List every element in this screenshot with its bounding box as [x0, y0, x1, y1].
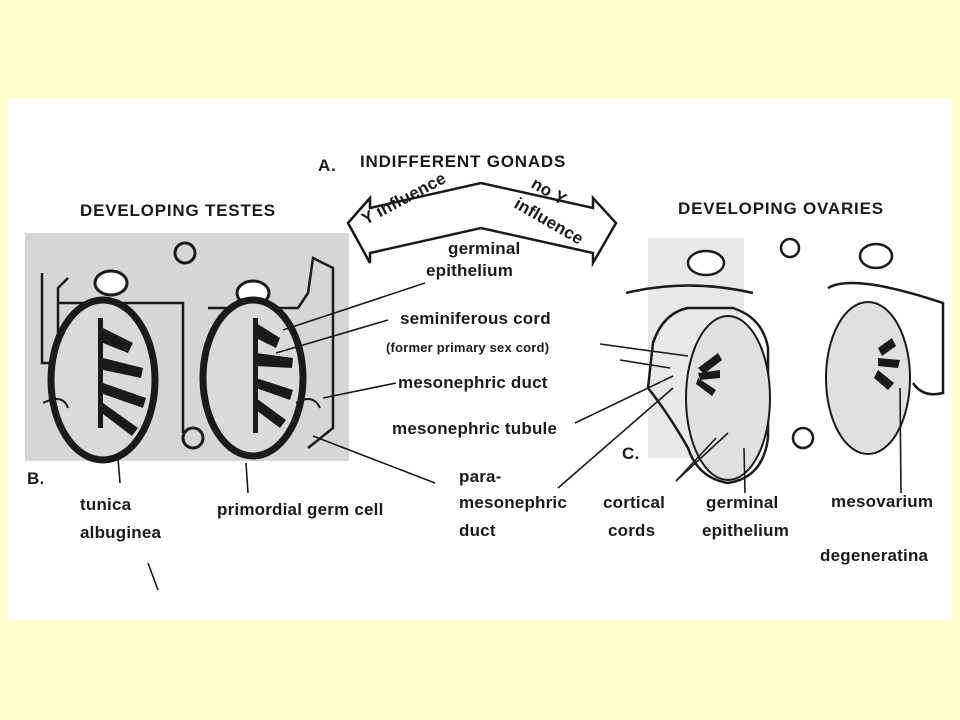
epithelium-2-label: epithelium — [702, 521, 790, 540]
cords-label: cords — [608, 521, 656, 540]
diagram-drawing — [25, 181, 945, 591]
degeneratina-label: degeneratina — [820, 546, 929, 565]
mesovarium-label: mesovarium — [831, 492, 934, 511]
left-ovary — [625, 237, 815, 485]
cortical-label: cortical — [603, 493, 666, 512]
right-ovary — [825, 242, 945, 455]
developing-testes-heading: DEVELOPING TESTES — [80, 201, 276, 220]
left-testis-hindgut-bubble — [93, 269, 129, 297]
divergence-arrow — [346, 181, 618, 268]
mesonephric-duct-label: mesonephric duct — [398, 373, 548, 392]
left-testis — [40, 241, 205, 464]
indifferent-gonads-heading: INDIFFERENT GONADS — [360, 152, 567, 171]
seminiferous-cord-label: seminiferous cord — [400, 309, 551, 328]
left-ovary-cortex — [685, 315, 771, 481]
right-ovary-cortex — [825, 301, 911, 455]
ovary-aorta — [779, 237, 801, 259]
diagram-figure: A. INDIFFERENT GONADS DEVELOPING TESTES … — [8, 98, 952, 620]
right-testis — [199, 256, 335, 460]
tunica-label: tunica — [80, 495, 132, 514]
panel-c-label: C. — [622, 444, 640, 463]
mesonephric-tubule-label: mesonephric tubule — [392, 419, 558, 438]
leader-lines — [117, 282, 902, 591]
duct-label: duct — [459, 521, 496, 540]
former-primary-sex-cord-label: (former primary sex cord) — [386, 340, 550, 355]
panel-a-label: A. — [318, 156, 337, 175]
germinal-2-label: germinal — [706, 493, 779, 512]
para-label: para- — [459, 467, 502, 486]
albuginea-label: albuginea — [80, 523, 162, 542]
left-testis-aorta — [173, 241, 197, 265]
epithelium-label: epithelium — [426, 261, 514, 280]
mesonephric-label: mesonephric — [459, 493, 568, 512]
developing-ovaries-heading: DEVELOPING OVARIES — [678, 199, 884, 218]
germinal-label: germinal — [448, 239, 521, 258]
panel-b-label: B. — [27, 469, 45, 488]
primordial-germ-cell-label: primordial germ cell — [217, 500, 384, 519]
